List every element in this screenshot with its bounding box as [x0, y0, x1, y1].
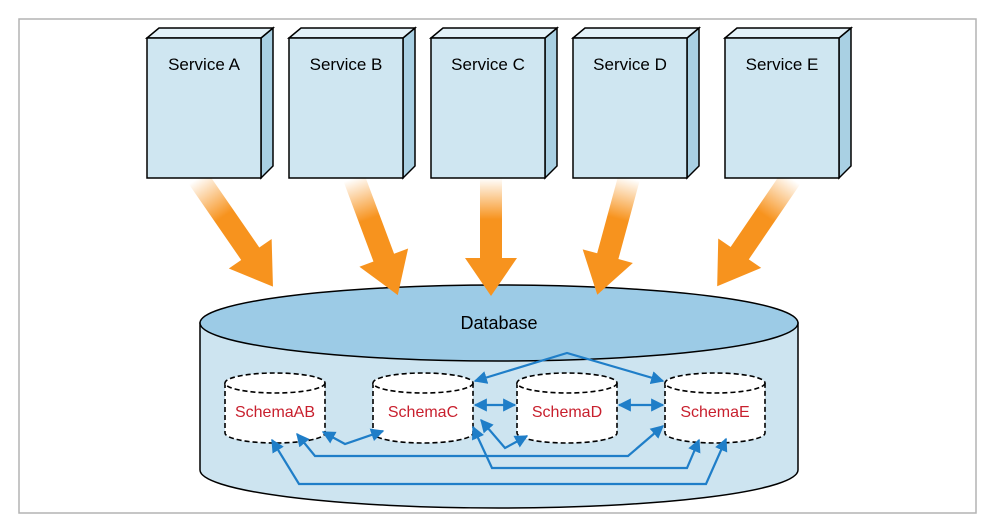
arrow-service-e — [717, 171, 801, 287]
schema-c-cylinder: SchemaC — [372, 372, 474, 444]
service-box-side — [260, 26, 274, 180]
service-e-label: Service E — [746, 55, 819, 74]
service-box-top — [144, 27, 276, 39]
arrow-service-c — [465, 178, 517, 296]
schema-links — [271, 351, 728, 486]
schema-d-label: SchemaD — [532, 404, 602, 421]
service-box-front — [724, 37, 840, 179]
flow-arrows — [188, 171, 801, 296]
arrow-service-d — [582, 175, 640, 295]
schema-ab-cylinder: SchemaAB — [224, 372, 326, 444]
service-e-box: Service E — [722, 26, 854, 180]
service-box-top — [428, 27, 560, 39]
service-b-box: Service B — [286, 26, 418, 180]
service-d-label: Service D — [593, 55, 667, 74]
schema-e-label: SchemaE — [680, 404, 749, 421]
service-box-top — [286, 27, 418, 39]
service-a-label: Service A — [168, 55, 240, 74]
service-c-label: Service C — [451, 55, 525, 74]
service-box-top — [570, 27, 702, 39]
database-top — [199, 284, 799, 362]
schema-c-label: SchemaC — [388, 404, 458, 421]
service-box-side — [402, 26, 416, 180]
service-box-side — [686, 26, 700, 180]
link-ab-e — [271, 437, 728, 486]
service-box-front — [572, 37, 688, 179]
service-c-box: Service C — [428, 26, 560, 180]
service-box-side — [544, 26, 558, 180]
service-box-side — [838, 26, 852, 180]
service-d-box: Service D — [570, 26, 702, 180]
database-body — [199, 322, 799, 509]
schema-e-cylinder: SchemaE — [664, 372, 766, 444]
arrow-service-b — [343, 174, 409, 296]
service-box-top — [722, 27, 854, 39]
database-cylinder: Database — [199, 284, 799, 509]
service-box-front — [430, 37, 546, 179]
schema-ab-label: SchemaAB — [235, 404, 315, 421]
service-box-front — [146, 37, 262, 179]
schema-d-cylinder: SchemaD — [516, 372, 618, 444]
service-box-front — [288, 37, 404, 179]
service-b-label: Service B — [310, 55, 383, 74]
arrow-service-a — [188, 171, 273, 287]
database-label: Database — [460, 313, 537, 333]
service-a-box: Service A — [144, 26, 276, 180]
link-c-e-top — [473, 351, 665, 385]
